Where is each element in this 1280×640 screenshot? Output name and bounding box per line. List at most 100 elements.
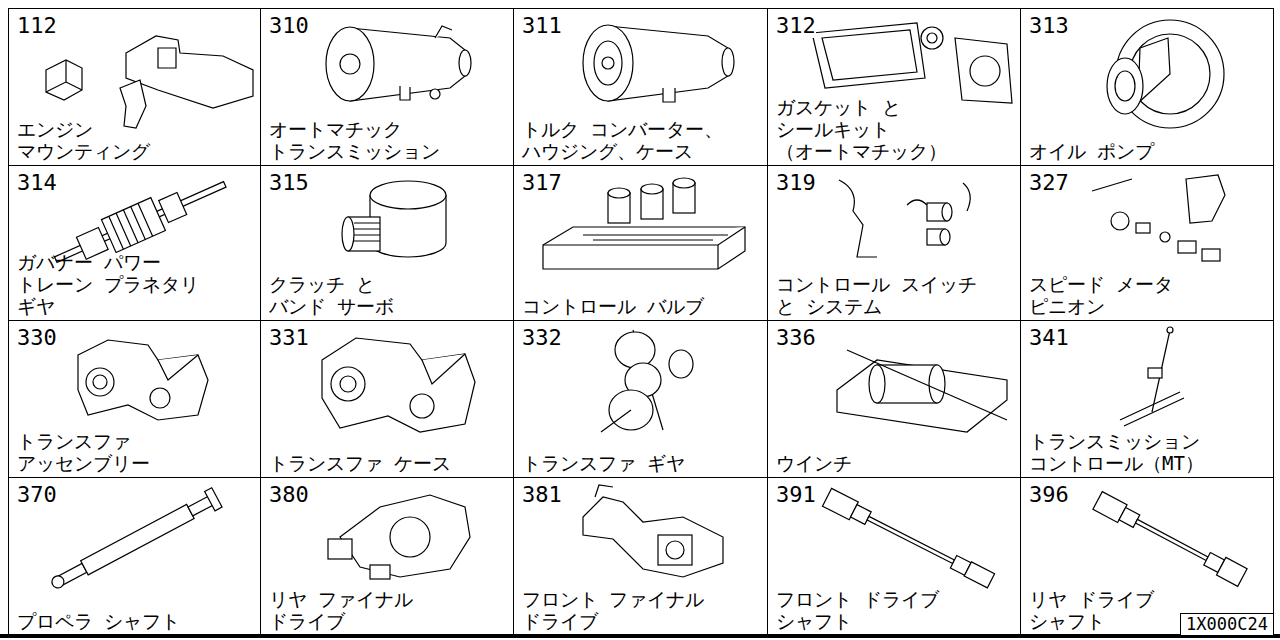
callout-number: 332 — [522, 326, 562, 350]
callout-number: 370 — [17, 483, 57, 507]
catalog-cell: 313オイル ポンプ — [1020, 8, 1274, 166]
control-switch-drawing — [839, 180, 877, 257]
torque-converter-drawing — [663, 88, 675, 102]
catalog-cell: 314 ガバナー パワー トレーン プラネタリ ギヤ — [8, 165, 261, 321]
governor-planetary-gear-drawing — [159, 193, 187, 223]
governor-planetary-gear-drawing — [101, 198, 165, 253]
control-valve-drawing — [543, 178, 745, 269]
transfer-assembly-drawing — [78, 340, 208, 420]
callout-number: 380 — [269, 483, 309, 507]
engine-mount-drawing — [46, 60, 82, 92]
catalog-cell: 311 トルク コンバーター、 ハウジング、ケース — [513, 8, 768, 166]
speedometer-pinion-drawing — [1136, 223, 1150, 233]
propeller-shaft-drawing — [50, 574, 66, 590]
propeller-shaft-drawing — [47, 488, 222, 595]
callout-number: 314 — [17, 171, 57, 195]
catalog-cell: 310オートマチック トランスミッション — [260, 8, 514, 166]
speedometer-pinion-drawing — [1092, 175, 1225, 261]
torque-converter-drawing — [583, 25, 734, 102]
control-valve-drawing — [641, 184, 663, 194]
front-final-drive-drawing — [666, 541, 684, 559]
front-drive-shaft-drawing — [964, 562, 994, 588]
callout-number: 341 — [1029, 326, 1069, 350]
control-switch-drawing — [963, 183, 970, 211]
engine-mount-drawing — [46, 36, 253, 128]
callout-number: 311 — [522, 14, 562, 38]
speedometer-pinion-drawing — [1092, 179, 1132, 191]
front-drive-shaft-drawing — [851, 505, 872, 525]
front-drive-shaft-drawing — [822, 488, 995, 589]
transfer-case-drawing — [340, 376, 356, 392]
transmission-control-drawing — [1148, 368, 1162, 378]
callout-number: 315 — [269, 171, 309, 195]
automatic-transmission-drawing — [459, 50, 471, 76]
winch-drawing — [847, 350, 1007, 420]
control-valve-drawing — [673, 178, 695, 188]
speedometer-pinion-drawing — [1178, 241, 1196, 253]
front-final-drive-drawing — [595, 485, 613, 497]
transfer-case-drawing — [322, 338, 475, 432]
oil-pump-drawing — [1115, 71, 1135, 101]
automatic-transmission-drawing — [435, 26, 452, 38]
transmission-control-drawing — [1120, 392, 1184, 426]
part-group-name: トランスファ アッセンブリー — [17, 430, 207, 474]
gasket-seal-kit-drawing — [812, 23, 925, 88]
part-group-name: プロペラ シャフト — [17, 610, 252, 632]
engine-mount-drawing — [126, 36, 253, 108]
automatic-transmission-drawing — [430, 89, 440, 99]
torque-converter-drawing — [594, 41, 622, 85]
speedometer-pinion-drawing — [1111, 212, 1129, 230]
rear-final-drive-drawing — [340, 495, 470, 577]
part-group-name: ガバナー パワー トレーン プラネタリ ギヤ — [17, 251, 245, 317]
catalog-cell: 341トランスミッション コントロール（MT） — [1020, 320, 1274, 478]
control-valve-drawing — [583, 235, 728, 240]
propeller-shaft-drawing — [205, 488, 222, 511]
callout-number: 396 — [1029, 483, 1069, 507]
callout-number: 317 — [522, 171, 562, 195]
control-switch-drawing — [942, 203, 952, 221]
rear-drive-shaft-drawing — [1217, 557, 1248, 586]
catalog-cell: 381フロント ファイナル ドライブ — [513, 477, 768, 636]
automatic-transmission-drawing — [326, 26, 471, 101]
control-valve-drawing — [608, 188, 630, 198]
rear-final-drive-drawing — [328, 539, 352, 559]
transmission-control-drawing — [1120, 327, 1184, 426]
transfer-gear-drawing — [601, 410, 631, 432]
front-drive-shaft-drawing — [822, 488, 995, 589]
speedometer-pinion-drawing — [1160, 232, 1170, 242]
part-group-name: トルク コンバーター、 ハウジング、ケース — [522, 118, 731, 162]
callout-number: 327 — [1029, 171, 1069, 195]
catalog-cell: 319コントロール スイッチ と システム — [767, 165, 1021, 321]
control-switch-drawing — [940, 229, 950, 245]
front-drive-shaft-drawing — [867, 516, 954, 563]
part-group-name: トランスファ ケース — [269, 452, 505, 474]
rear-drive-shaft-drawing — [1093, 492, 1247, 587]
callout-number: 312 — [776, 14, 816, 38]
transfer-assembly-drawing — [158, 355, 198, 380]
gasket-seal-kit-drawing — [822, 30, 917, 80]
engine-mount-drawing — [46, 60, 82, 100]
control-switch-drawing — [839, 180, 970, 257]
transfer-assembly-drawing — [86, 368, 114, 396]
catalog-cell: 312ガスケット と シールキット （オートマチック） — [767, 8, 1021, 166]
callout-number: 381 — [522, 483, 562, 507]
catalog-cell: 380リヤ ファイナル ドライブ — [260, 477, 514, 636]
catalog-cell: 336ウインチ — [767, 320, 1021, 478]
gasket-seal-kit-drawing — [955, 38, 1012, 103]
callout-number: 313 — [1029, 14, 1069, 38]
transfer-gear-drawing — [669, 350, 693, 378]
winch-drawing — [837, 350, 1007, 432]
control-switch-drawing — [907, 200, 927, 205]
drawing-number-box: 1X000C24 — [1180, 613, 1274, 636]
front-final-drive-drawing — [583, 497, 723, 577]
oil-pump-drawing — [1107, 58, 1143, 114]
rear-final-drive-drawing — [370, 565, 390, 579]
transfer-case-drawing — [422, 354, 465, 384]
catalog-cell: 370 プロペラ シャフト — [8, 477, 261, 636]
catalog-cell: 112エンジン マウンティング — [8, 8, 261, 166]
clutch-band-servo-drawing — [354, 223, 380, 241]
rear-final-drive-drawing — [390, 517, 430, 557]
propeller-shaft-drawing — [47, 488, 222, 595]
transfer-gear-drawing — [615, 332, 655, 368]
